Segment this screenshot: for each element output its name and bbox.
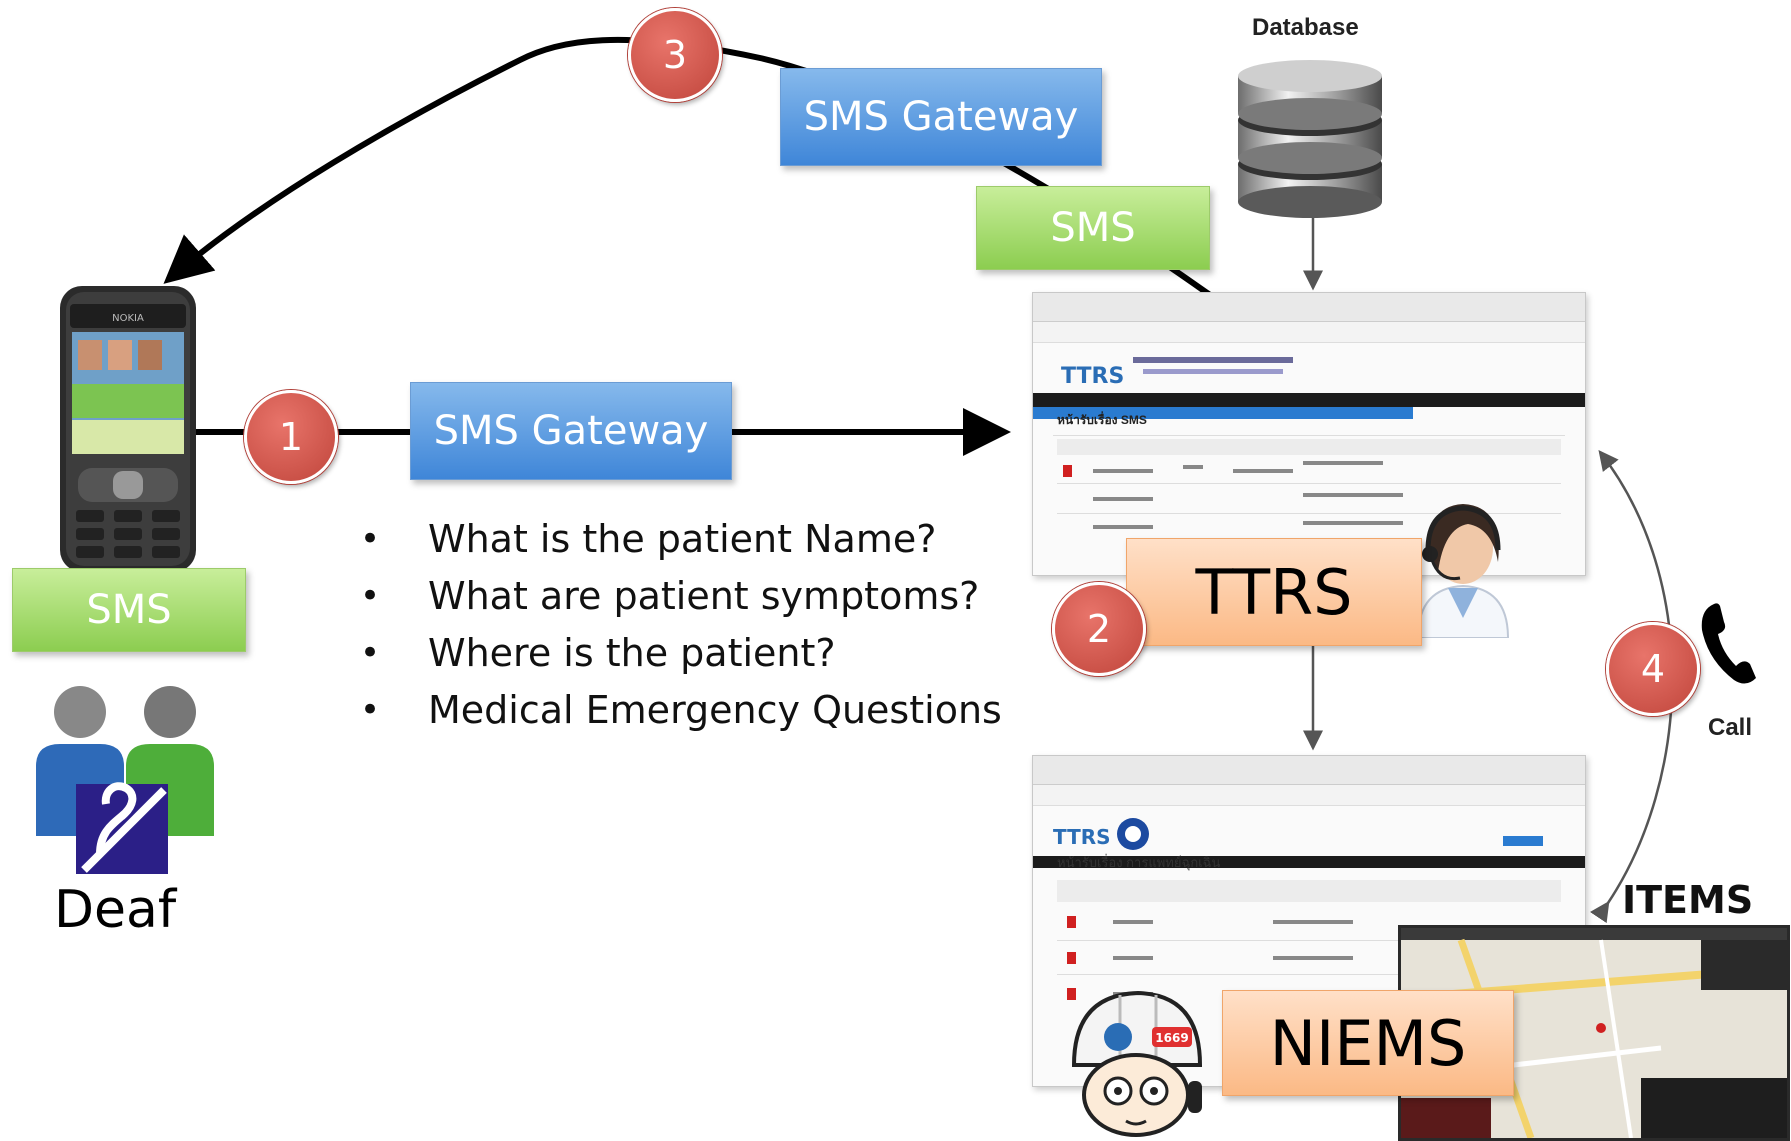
step-3-badge: 3 [628, 8, 722, 102]
phone-call-icon [1701, 603, 1756, 684]
ttrs-navbar [1033, 393, 1585, 407]
step-4-badge: 4 [1606, 622, 1700, 716]
browser-urlbar [1033, 322, 1585, 343]
browser-urlbar [1033, 785, 1585, 806]
sms-gateway-middle-box: SMS Gateway [410, 382, 732, 480]
paramedic-icon: 1669 [1071, 990, 1203, 1137]
sms-gateway-top-box: SMS Gateway [780, 68, 1102, 166]
niems-table-header [1057, 880, 1561, 902]
browser-tabbar [1033, 293, 1585, 322]
sms-top-box: SMS [976, 186, 1210, 270]
call-label: Call [1708, 714, 1753, 741]
reply-arrow [163, 36, 1212, 298]
database-icon [1238, 60, 1382, 218]
ttrs-screen-heading: หน้ารับเรื่อง SMS [1057, 413, 1147, 427]
mobile-phone-icon: NOKIA [60, 286, 196, 572]
database-label: Database [1252, 14, 1359, 41]
browser-tabbar [1033, 756, 1585, 785]
ttrs-subnav [1033, 407, 1413, 419]
row-flag-icon [1063, 465, 1072, 477]
operator-headset-icon [1416, 504, 1510, 638]
question-item: Medical Emergency Questions [360, 681, 1002, 738]
ttrs-logo-icon: TTRS [1061, 357, 1293, 389]
items-label: ITEMS [1622, 878, 1754, 922]
question-list: What is the patient Name? What are patie… [360, 510, 1002, 738]
question-item: What are patient symptoms? [360, 567, 1002, 624]
svg-text:TTRS: TTRS [1053, 825, 1111, 849]
svg-text:1669: 1669 [1155, 1031, 1188, 1045]
ttrs-screenshot: TTRS หน้ารับเรื่อง SMS [1032, 292, 1586, 576]
svg-text:NOKIA: NOKIA [112, 313, 144, 324]
niems-screen-heading: หน้ารับเรื่อง การแพทย์ฉุกเฉิน [1057, 855, 1221, 870]
ttrs-table-header [1057, 439, 1561, 455]
sms-left-box: SMS [12, 568, 246, 652]
deaf-label: Deaf [54, 880, 177, 940]
niems-logo-icon: TTRS [1053, 818, 1543, 850]
question-item: What is the patient Name? [360, 510, 1002, 567]
svg-text:TTRS: TTRS [1061, 364, 1124, 389]
row-flag-icon [1067, 988, 1076, 1000]
row-flag-icon [1067, 916, 1076, 928]
row-flag-icon [1067, 952, 1076, 964]
question-item: Where is the patient? [360, 624, 1002, 681]
deaf-users-icon [36, 686, 214, 874]
step-1-badge: 1 [244, 390, 338, 484]
step-2-badge: 2 [1052, 582, 1146, 676]
ttrs-box: TTRS [1126, 538, 1422, 646]
niems-navbar [1033, 856, 1585, 868]
niems-box: NIEMS [1222, 990, 1514, 1096]
